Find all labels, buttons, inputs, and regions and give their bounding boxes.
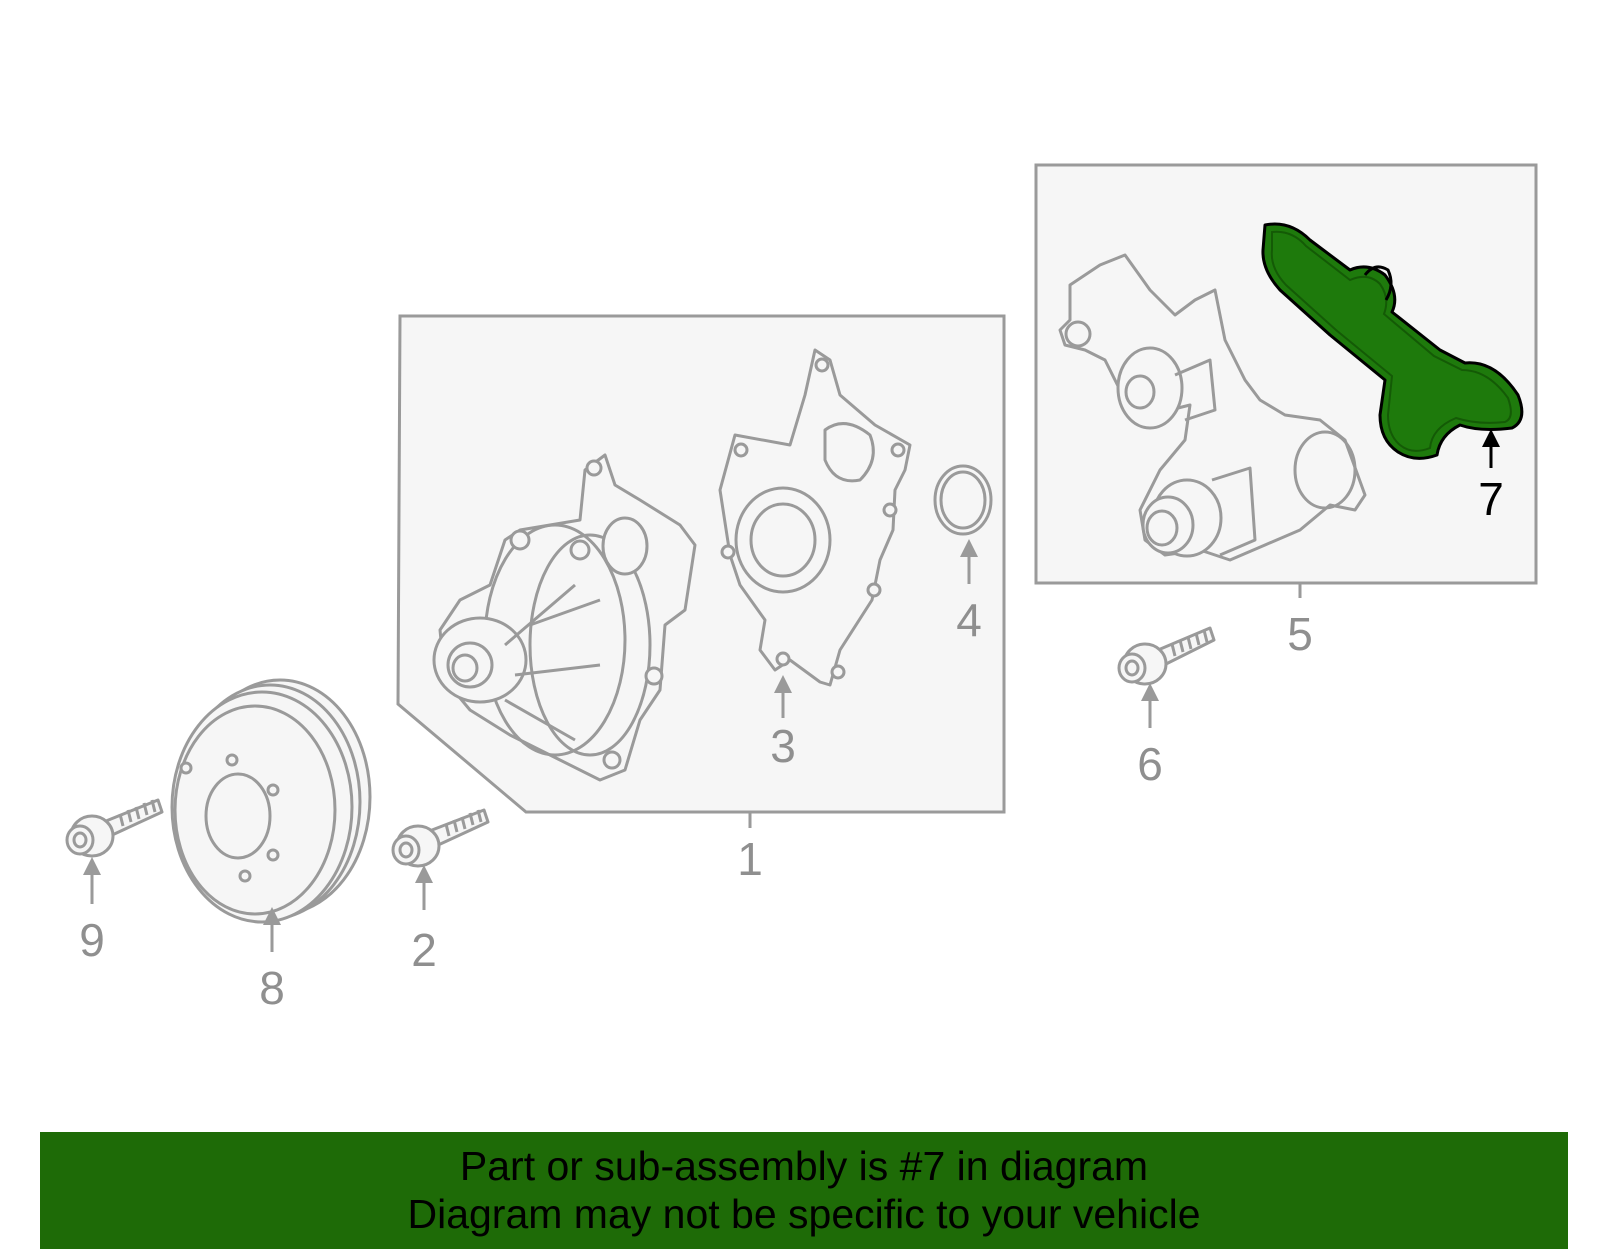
banner-line-2: Diagram may not be specific to your vehi… — [407, 1191, 1201, 1237]
thermostat-housing — [1058, 253, 1367, 562]
callout-1: 1 — [737, 833, 763, 885]
callout-8: 8 — [259, 962, 285, 1014]
info-banner: Part or sub-assembly is #7 in diagram Di… — [40, 1132, 1568, 1249]
gasket-7-highlighted — [1261, 222, 1524, 460]
water-pump-body — [432, 453, 697, 782]
bolt-2 — [391, 808, 490, 868]
callout-5: 5 — [1287, 608, 1313, 660]
bolt-6 — [1117, 626, 1216, 686]
callout-7: 7 — [1478, 473, 1504, 525]
callout-6: 6 — [1137, 738, 1163, 790]
pulley-8 — [170, 678, 372, 924]
gasket-7-tab — [1363, 265, 1393, 301]
callout-2: 2 — [411, 924, 437, 976]
o-ring-4 — [933, 464, 993, 536]
banner-line-1: Part or sub-assembly is #7 in diagram — [459, 1143, 1149, 1189]
gasket-7-inner-edge — [1270, 230, 1512, 452]
leader-lines — [83, 539, 1302, 952]
gasket-3 — [718, 348, 912, 687]
callout-4: 4 — [956, 594, 982, 646]
callout-3: 3 — [770, 720, 796, 772]
callout-9: 9 — [79, 914, 105, 966]
bolt-9 — [65, 798, 164, 858]
assembly-1-box — [396, 314, 1006, 814]
